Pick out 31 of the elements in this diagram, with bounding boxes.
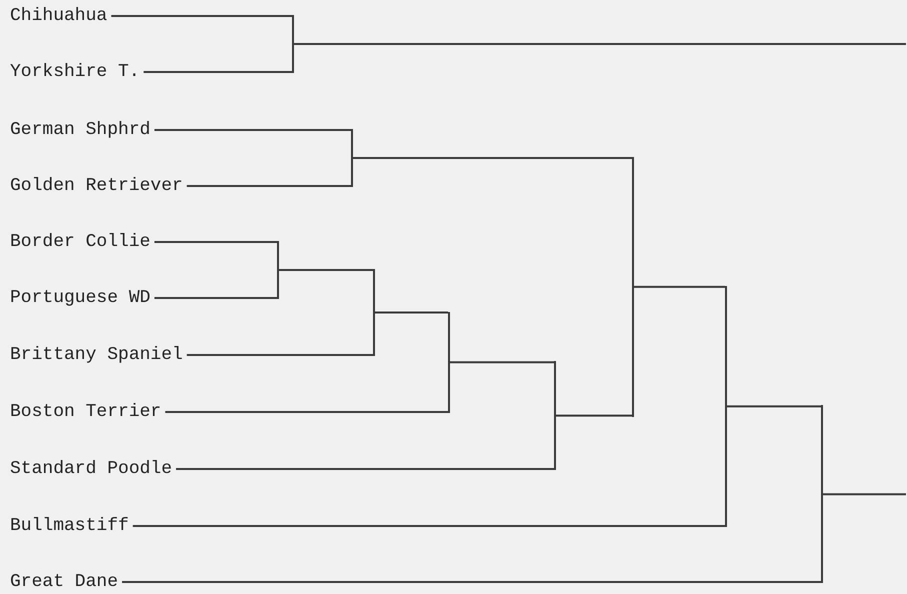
tree-branch bbox=[111, 15, 292, 17]
tree-branch bbox=[450, 361, 554, 364]
leaf-label: Portuguese WD bbox=[10, 287, 150, 309]
tree-branch bbox=[154, 297, 277, 299]
tree-branch bbox=[294, 43, 906, 45]
tree-branch bbox=[144, 71, 292, 73]
tree-branch bbox=[556, 414, 632, 417]
tree-branch bbox=[165, 411, 448, 413]
tree-branch bbox=[132, 525, 725, 527]
leaf-label: Standard Poodle bbox=[10, 458, 172, 480]
tree-branch bbox=[186, 185, 351, 187]
tree-branch bbox=[279, 269, 373, 271]
leaf-label: Golden Retriever bbox=[10, 175, 183, 197]
leaf-label: German Shphrd bbox=[10, 119, 150, 141]
leaf-label: Brittany Spaniel bbox=[10, 344, 183, 366]
tree-branch bbox=[154, 129, 351, 131]
tree-branch bbox=[122, 581, 821, 583]
tree-branch bbox=[186, 354, 373, 356]
tree-branch bbox=[154, 241, 277, 243]
leaf-label: Great Dane bbox=[10, 571, 118, 593]
tree-branch bbox=[727, 405, 821, 408]
leaf-label: Boston Terrier bbox=[10, 401, 162, 423]
tree-branch bbox=[823, 493, 906, 496]
tree-branch bbox=[176, 468, 554, 470]
leaf-label: Chihuahua bbox=[10, 5, 108, 27]
leaf-label: Bullmastiff bbox=[10, 515, 129, 537]
leaf-label: Yorkshire T. bbox=[10, 61, 140, 83]
leaf-label: Border Collie bbox=[10, 231, 150, 253]
tree-branch bbox=[353, 157, 632, 159]
tree-branch bbox=[375, 312, 448, 314]
tree-branch bbox=[634, 286, 725, 288]
